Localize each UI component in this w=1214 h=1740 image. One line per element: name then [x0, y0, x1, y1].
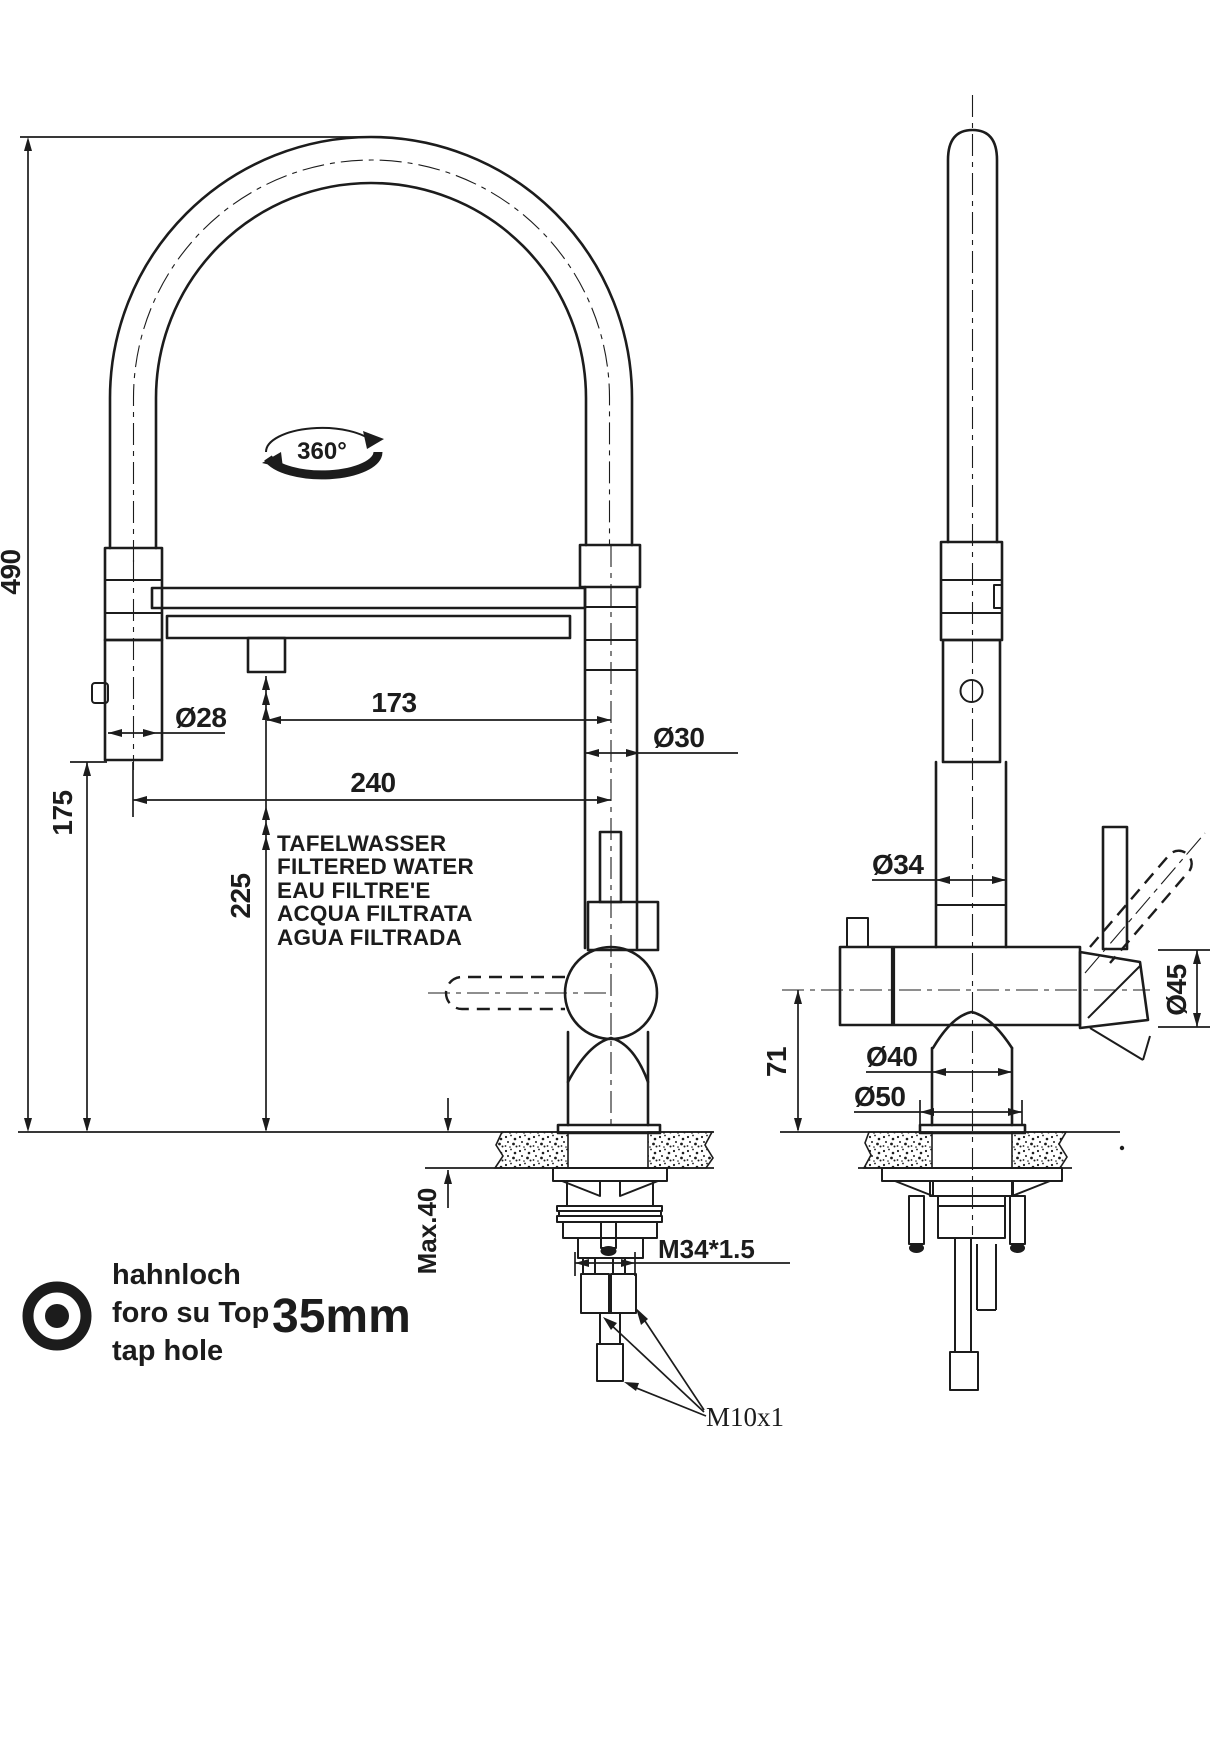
side-view: Ø34 Ø45 71 Ø40 [761, 95, 1210, 1391]
legend-line-en: tap hole [112, 1335, 223, 1367]
tap-hole-legend: hahnloch foro su Top tap hole 35mm [22, 1259, 411, 1367]
dim-spray-diameter: Ø28 [108, 702, 227, 737]
dim-spout-reach: 240 [132, 762, 611, 817]
dim-body-diameter: Ø34 [872, 849, 1007, 898]
filtered-water-nozzle [246, 636, 287, 674]
support-arm [150, 586, 587, 674]
rotation-angle-label: 360° [297, 438, 347, 465]
note-line-it: ACQUA FILTRATA [277, 901, 473, 926]
note-line-fr: EAU FILTRE'E [277, 878, 431, 903]
legend-hole-size: 35mm [272, 1290, 411, 1343]
dim-hose-thread: M10x1 [603, 1308, 784, 1432]
dim-mounting-thread: M34*1.5 [574, 1234, 790, 1276]
front-base-neck [556, 1030, 662, 1135]
dim-filtered-reach: 173 [267, 687, 611, 724]
hose-end-connector [949, 1351, 979, 1391]
outlet-center-height-label: 71 [761, 1047, 792, 1077]
set-screw-hole [959, 679, 984, 703]
side-body [782, 917, 1150, 1135]
clamp-bolt-right [1009, 1195, 1026, 1245]
neck-diameter-label: Ø40 [866, 1041, 917, 1072]
spout-arc [108, 135, 634, 562]
dim-height-label: 490 [0, 549, 26, 594]
dim-handle-diameter: Ø45 [1158, 949, 1210, 1028]
spray-head-assembly [91, 546, 164, 770]
hose-connector-right [610, 1273, 637, 1314]
filtered-reach-label: 173 [371, 687, 416, 718]
dim-base-diameter: Ø50 [854, 1081, 1023, 1126]
legend-line-de: hahnloch [112, 1259, 241, 1291]
body-diameter-label: Ø34 [872, 849, 924, 880]
tap-hole-icon [22, 1281, 92, 1351]
hose-connector-left [580, 1273, 610, 1314]
hose-connector-lower [596, 1343, 624, 1382]
side-button [846, 917, 869, 948]
base-diameter-label: Ø50 [854, 1081, 905, 1112]
counter-thickness-label: Max.40 [412, 1188, 442, 1275]
handle-rotated-dashed [1089, 849, 1193, 964]
mounting-hardware-side [881, 1167, 1063, 1391]
dim-spray-outlet-height: 175 [47, 761, 107, 1132]
countertop-side [780, 1131, 1125, 1169]
side-handle [1078, 825, 1206, 1061]
spray-outlet-height-label: 175 [47, 790, 78, 835]
dim-counter-thickness: Max.40 [412, 1098, 452, 1274]
handle-upright [1101, 825, 1129, 951]
handle-diameter-label: Ø45 [1161, 964, 1192, 1015]
filtered-outlet-height-label: 225 [225, 873, 256, 918]
note-line-es: AGUA FILTRADA [277, 925, 462, 950]
note-line-en: FILTERED WATER [277, 854, 474, 879]
filtered-water-note: TAFELWASSER FILTERED WATER EAU FILTRE'E … [277, 831, 474, 950]
hose-thread-label: M10x1 [706, 1402, 784, 1432]
countertop-front [18, 1131, 714, 1169]
spout-reach-label: 240 [350, 767, 395, 798]
spray-button [91, 682, 109, 704]
clamp-bolt-left [908, 1195, 925, 1245]
dim-neck-diameter: Ø40 [866, 1041, 1012, 1076]
side-spout-tube [934, 128, 1008, 949]
dim-overall-height: 490 [0, 136, 375, 1132]
note-line-de: TAFELWASSER [277, 831, 446, 856]
spray-diameter-label: Ø28 [175, 702, 226, 733]
legend-line-it: foro su Top [112, 1297, 269, 1329]
front-view: 490 360° [0, 135, 790, 1432]
dim-outlet-center-height: 71 [761, 990, 802, 1132]
mounting-hardware-front [552, 1167, 668, 1382]
main-column [578, 543, 642, 1130]
column-diameter-label: Ø30 [653, 722, 704, 753]
mounting-thread-label: M34*1.5 [658, 1234, 755, 1264]
dim-filtered-outlet-height: 225 [225, 676, 270, 1132]
dim-column-diameter: Ø30 [585, 722, 738, 757]
rotation-360-symbol: 360° [262, 426, 384, 480]
